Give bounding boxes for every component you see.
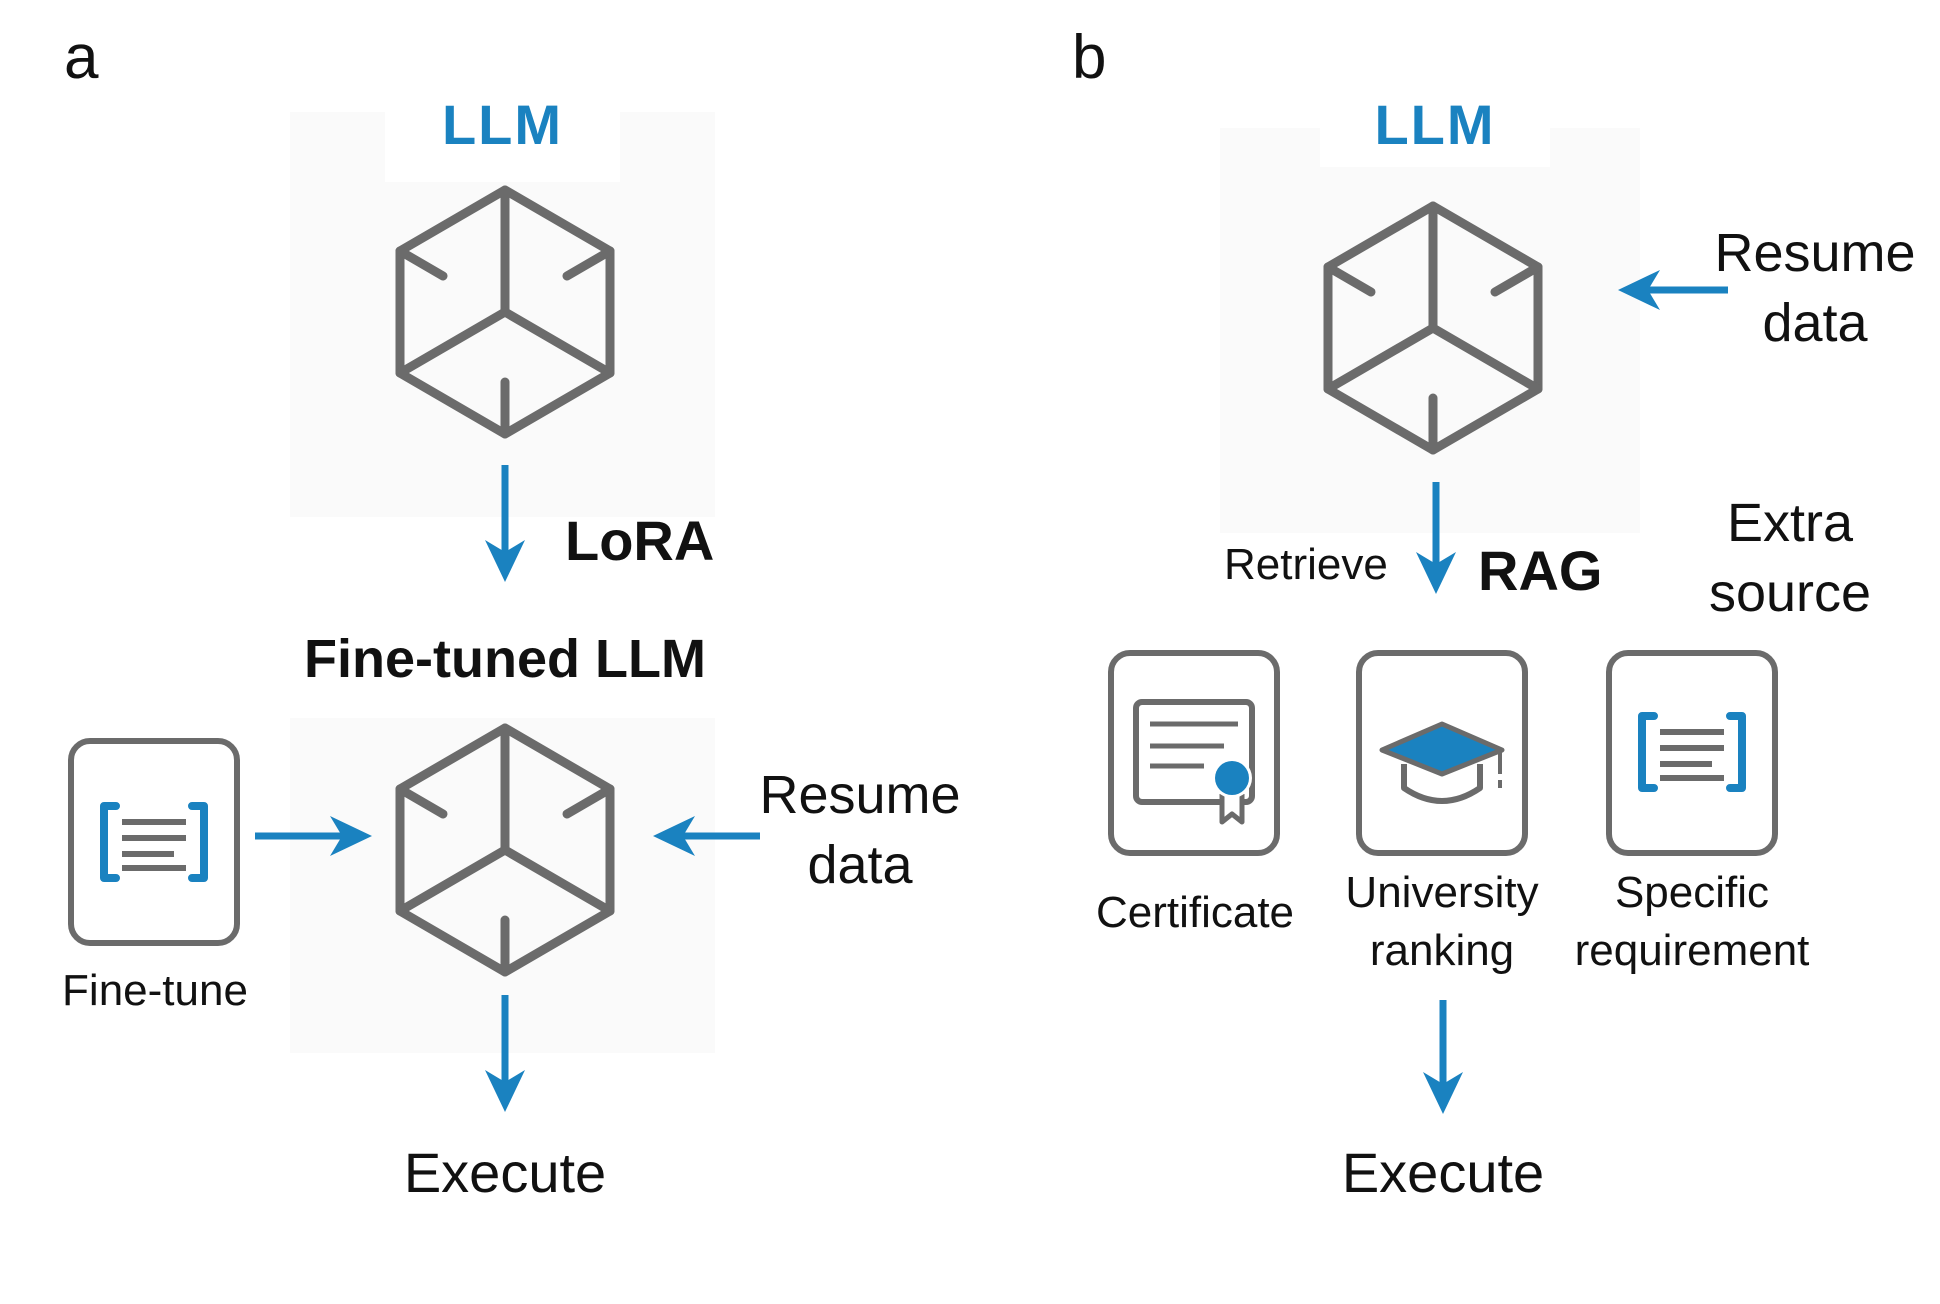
document-bracket-icon (1638, 712, 1746, 792)
certificate-icon (1133, 699, 1255, 825)
university-line1: University (1345, 868, 1539, 917)
extra-source-line2: source (1708, 563, 1872, 623)
panel-a-resume-data: Resume data (740, 760, 980, 900)
panel-b-resume-line2: data (1762, 293, 1868, 353)
document-bracket-icon (100, 802, 208, 882)
finetuned-llm-title: Fine-tuned LLM (304, 629, 706, 689)
requirement-line1: Specific (1614, 868, 1770, 917)
requirement-label: Specific requirement (1552, 864, 1832, 980)
finetune-doc-card (68, 738, 240, 946)
finetune-label: Fine-tune (62, 966, 248, 1015)
certificate-label: Certificate (1095, 888, 1295, 937)
llm-title-mask-a (385, 92, 620, 182)
lora-label: LoRA (565, 509, 715, 572)
requirement-line2: requirement (1574, 926, 1810, 975)
panel-b-letter: b (1072, 23, 1107, 92)
panel-b-execute: Execute (1341, 1141, 1545, 1204)
panel-a-resume-line1: Resume (759, 765, 961, 825)
extra-source-line1: Extra (1726, 493, 1854, 553)
panel-b-resume-line1: Resume (1714, 223, 1916, 283)
panel-a-resume-line2: data (807, 835, 913, 895)
extra-source-label: Extra source (1680, 488, 1900, 628)
panel-b-resume-data: Resume data (1695, 218, 1935, 358)
university-label: University ranking (1310, 864, 1574, 980)
university-card (1356, 650, 1528, 856)
rag-label: RAG (1478, 539, 1603, 602)
certificate-card (1108, 650, 1280, 856)
llm-title-mask-b (1320, 92, 1550, 167)
llm-title-a: LLM (441, 93, 564, 156)
panel-a-execute: Execute (403, 1141, 607, 1204)
panel-a-letter: a (64, 23, 99, 92)
llm-title-b: LLM (1374, 93, 1496, 156)
university-line2: ranking (1369, 926, 1515, 975)
requirement-card (1606, 650, 1778, 856)
retrieve-label: Retrieve (1224, 540, 1388, 589)
graduation-cap-icon (1379, 721, 1505, 804)
